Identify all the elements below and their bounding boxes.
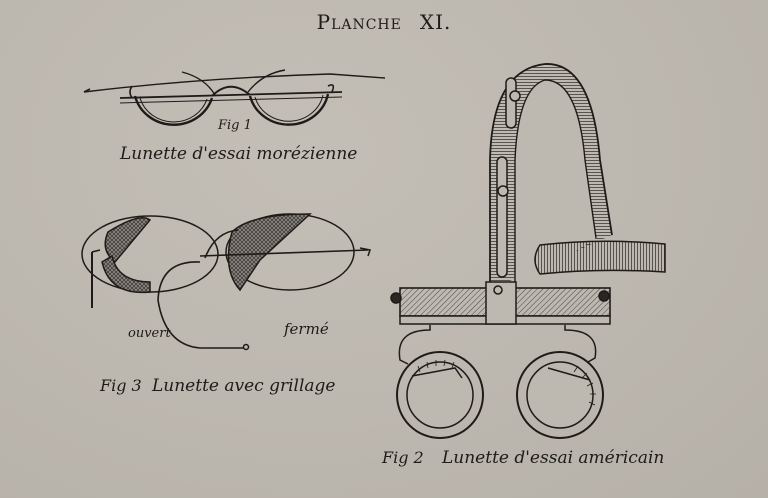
fig1-drawing <box>83 69 386 126</box>
plate-number: XI. <box>419 10 452 34</box>
fig3-drawing <box>81 213 371 351</box>
plate-title: Planche XI. <box>0 10 768 34</box>
fig2-caption: Lunette d'essai américain <box>442 448 665 468</box>
fig3-annotation-closed: fermé <box>284 320 329 338</box>
fig2-label: Fig 2 <box>382 448 424 467</box>
fig3-label: Fig 3 <box>100 376 142 395</box>
fig3-annotation-open: ouvert <box>128 326 171 341</box>
fig1-caption: Lunette d'essai morézienne <box>120 144 358 164</box>
fig2-drawing <box>390 63 666 439</box>
fig1-label: Fig 1 <box>218 118 252 133</box>
fig3-caption: Lunette avec grillage <box>152 376 336 396</box>
plate-title-word: Planche <box>316 10 402 34</box>
